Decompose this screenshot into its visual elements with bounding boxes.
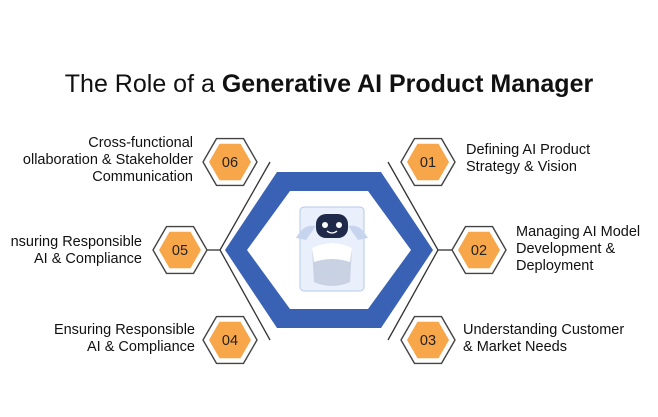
- item-06-line-2: ollaboration & Stakeholder: [22, 152, 193, 168]
- item-01-line-1: Defining AI Product: [466, 142, 591, 158]
- item-04-line-2: AI & Compliance: [87, 339, 195, 355]
- robot-icon: [296, 206, 368, 292]
- item-02-line-3: Deployment: [516, 258, 594, 274]
- number-hexagon-03: 03: [400, 315, 456, 365]
- number-hexagon-fill: [407, 143, 449, 181]
- number-hexagon-01: 01: [400, 137, 456, 187]
- number-hexagon-05: 05: [152, 225, 208, 275]
- item-03-line-1: Understanding Customer: [463, 322, 625, 338]
- item-01-line-2: Strategy & Vision: [466, 159, 577, 175]
- connector-lines: [205, 161, 452, 341]
- number-label: 05: [172, 243, 188, 259]
- title-emphasis: Generative AI Product Manager: [221, 70, 594, 98]
- number-label: 06: [222, 155, 238, 171]
- item-label-04: Ensuring Responsible AI & Compliance: [54, 322, 195, 356]
- number-hexagon-fill: [458, 231, 500, 269]
- number-hexagon-06: 06: [202, 137, 258, 187]
- number-hexagons: 01 02 03 04 05 06: [152, 137, 507, 365]
- item-06-line-1: Cross-functional: [88, 135, 193, 151]
- number-label: 01: [420, 155, 436, 171]
- number-hexagon-fill: [209, 321, 251, 359]
- item-03-line-2: & Market Needs: [463, 339, 567, 355]
- number-label: 03: [420, 333, 436, 349]
- number-hexagon-02: 02: [451, 225, 507, 275]
- number-label: 04: [222, 333, 238, 349]
- item-label-01: Defining AI Product Strategy & Vision: [466, 142, 590, 176]
- item-05-line-1: nsuring Responsible: [10, 234, 142, 250]
- item-label-05: nsuring Responsible AI & Compliance: [11, 234, 142, 268]
- item-02-line-2: Development &: [516, 241, 616, 257]
- number-hexagon-04: 04: [202, 315, 258, 365]
- item-06-line-3: Communication: [92, 169, 193, 185]
- title-prefix: The Role of a: [64, 70, 222, 98]
- number-hexagon-fill: [209, 143, 251, 181]
- item-label-03: Understanding Customer & Market Needs: [463, 322, 624, 356]
- number-hexagon-fill: [159, 231, 201, 269]
- number-label: 02: [471, 243, 487, 259]
- item-04-line-1: Ensuring Responsible: [53, 322, 195, 338]
- item-02-line-1: Managing AI Model: [516, 224, 641, 240]
- item-label-02: Managing AI Model Development & Deployme…: [516, 224, 640, 275]
- item-05-line-2: AI & Compliance: [34, 251, 142, 267]
- item-label-06: Cross-functional ollaboration & Stakehol…: [23, 135, 193, 186]
- number-hexagon-fill: [407, 321, 449, 359]
- diagram-title: The Role of a Generative AI Product Mana…: [0, 68, 658, 100]
